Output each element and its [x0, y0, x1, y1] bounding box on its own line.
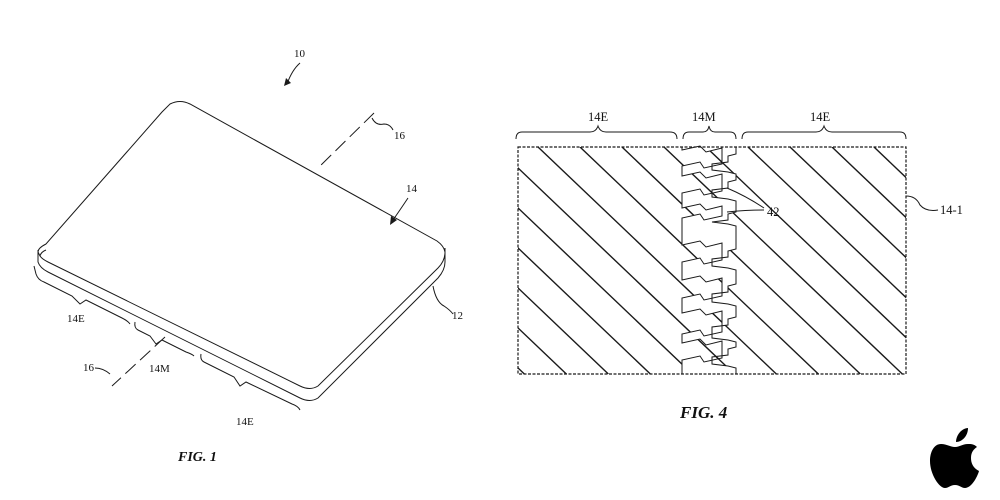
- label-top-middle: 14M: [692, 110, 716, 124]
- hatch-line: [712, 147, 777, 374]
- hatch-line: [958, 147, 1000, 374]
- fig4-caption: FIG. 4: [679, 403, 727, 422]
- label-edge-right: 14E: [236, 416, 254, 428]
- hatch-line: [663, 146, 722, 374]
- hatch-line: [160, 147, 398, 374]
- hatch-line: [202, 147, 440, 374]
- hatch-line: [712, 147, 861, 374]
- label-housing: 12: [452, 310, 463, 322]
- hatch-line: [118, 147, 356, 374]
- hatch-line: [537, 146, 722, 374]
- hatch-line: [831, 147, 906, 374]
- label-surface: 14: [406, 183, 418, 195]
- interlock-profile-left: [681, 145, 723, 374]
- fig1-caption: FIG. 1: [177, 450, 217, 465]
- label-middle: 14M: [149, 363, 170, 375]
- hatch-line: [518, 146, 525, 374]
- label-top-edge-left: 14E: [588, 110, 609, 124]
- hatch-line: [873, 147, 906, 374]
- hatch-line: [518, 146, 567, 374]
- interlock-profile-right: [711, 147, 737, 374]
- hatch-line: [789, 147, 906, 374]
- fig4-drawing: 14E 14M 14E 42 14-1 FIG. 4: [118, 110, 1000, 422]
- hatch-line: [518, 146, 651, 374]
- hatch-line: [160, 147, 398, 374]
- brace-top-edge-left: [515, 124, 678, 140]
- leader-layer: [905, 195, 939, 211]
- label-device: 10: [294, 48, 306, 60]
- device-side-face: [37, 248, 446, 401]
- label-teeth: 42: [767, 205, 780, 219]
- hatch-line: [621, 146, 722, 374]
- brace-edge-left: [33, 265, 131, 325]
- leader-axis-bottom: [94, 367, 111, 375]
- hatch-line: [518, 146, 693, 374]
- hatch-line: [518, 146, 609, 374]
- bend-axis-bottom: [111, 336, 166, 387]
- brace-middle: [134, 321, 195, 357]
- hatch-line: [244, 147, 482, 374]
- device-top-face: [37, 101, 446, 389]
- bend-axis-top: [317, 112, 375, 169]
- brace-top-middle: [682, 125, 737, 140]
- hatch-line: [916, 147, 1000, 374]
- hatch-line: [712, 147, 906, 374]
- apple-logo-icon: [930, 428, 979, 488]
- hatch-line: [747, 147, 906, 374]
- label-top-edge-right: 14E: [810, 110, 831, 124]
- device-top-edge: [39, 249, 47, 257]
- hatch-line: [712, 147, 819, 374]
- leader-teeth-2: [726, 209, 765, 213]
- hatch-line: [286, 147, 524, 374]
- label-axis-top: 16: [394, 130, 406, 142]
- hatch-line: [790, 147, 1000, 374]
- leader-teeth-1: [726, 187, 765, 209]
- brace-top-edge-right: [741, 124, 907, 140]
- arrow-device: [286, 62, 301, 85]
- hatch-line: [202, 147, 440, 374]
- arrow-surface: [392, 197, 409, 221]
- fig1-drawing: 16 10 14 12 14E 14M 14E 16 FIG. 1: [33, 48, 463, 465]
- brace-edge-right: [200, 353, 301, 411]
- hatch-line: [916, 147, 1000, 374]
- label-axis-bottom: 16: [83, 362, 95, 374]
- hatch-line: [874, 147, 1000, 374]
- hatch-region-right: [118, 147, 1000, 374]
- hatch-line: [712, 147, 903, 374]
- label-layer: 14-1: [940, 203, 963, 217]
- cross-section-outline: [517, 146, 907, 375]
- leader-housing: [432, 285, 454, 315]
- label-edge-left: 14E: [67, 313, 85, 325]
- hatch-line: [118, 147, 356, 374]
- hatch-line: [832, 147, 1000, 374]
- hatch-line: [244, 147, 482, 374]
- hatch-line: [958, 147, 1000, 374]
